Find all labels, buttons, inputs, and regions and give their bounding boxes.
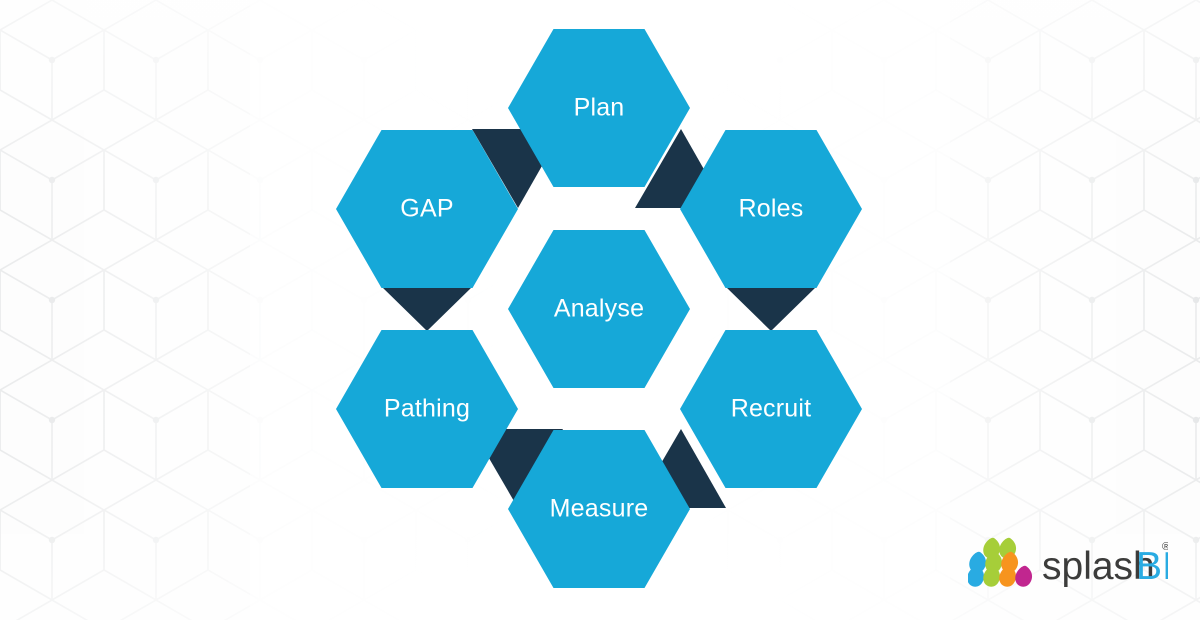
- logo-dot-5: [968, 565, 985, 587]
- hex-label-analyse: Analyse: [554, 295, 644, 323]
- hex-label-recruit: Recruit: [731, 395, 812, 423]
- logo-dot-8: [1015, 565, 1033, 587]
- hex-label-gap: GAP: [400, 195, 453, 223]
- hex-node-analyse[interactable]: Analyse: [508, 230, 690, 388]
- logo-dots: [968, 537, 1033, 587]
- hex-node-pathing[interactable]: Pathing: [336, 330, 518, 488]
- hex-label-pathing: Pathing: [384, 395, 470, 423]
- hex-shape-analyse[interactable]: [508, 230, 690, 388]
- logo-dot-7: [999, 565, 1017, 587]
- hex-node-recruit[interactable]: Recruit: [680, 330, 862, 488]
- hex-node-roles[interactable]: Roles: [680, 130, 862, 288]
- hex-shape-pathing[interactable]: [336, 330, 518, 488]
- hex-node-plan[interactable]: Plan: [508, 29, 690, 187]
- logo-bi-text: BI: [1136, 545, 1168, 588]
- logo-wordmark: splash: [1042, 545, 1155, 588]
- hex-shape-roles[interactable]: [680, 130, 862, 288]
- splashbi-logo: splash BI ®: [968, 537, 1168, 588]
- hex-node-gap[interactable]: GAP: [336, 130, 518, 288]
- hex-label-roles: Roles: [739, 195, 804, 223]
- hex-node-measure[interactable]: Measure: [508, 430, 690, 588]
- hex-shape-recruit[interactable]: [680, 330, 862, 488]
- hex-shape-gap[interactable]: [336, 130, 518, 288]
- hex-shape-plan[interactable]: [508, 29, 690, 187]
- connector-gap-pathing: [382, 287, 472, 331]
- hex-label-measure: Measure: [550, 495, 649, 523]
- logo-dot-6: [983, 565, 1001, 587]
- hex-label-plan: Plan: [574, 94, 625, 122]
- connector-roles-recruit: [726, 287, 816, 331]
- logo-registered-mark: ®: [1162, 541, 1168, 553]
- hex-shape-measure[interactable]: [508, 430, 690, 588]
